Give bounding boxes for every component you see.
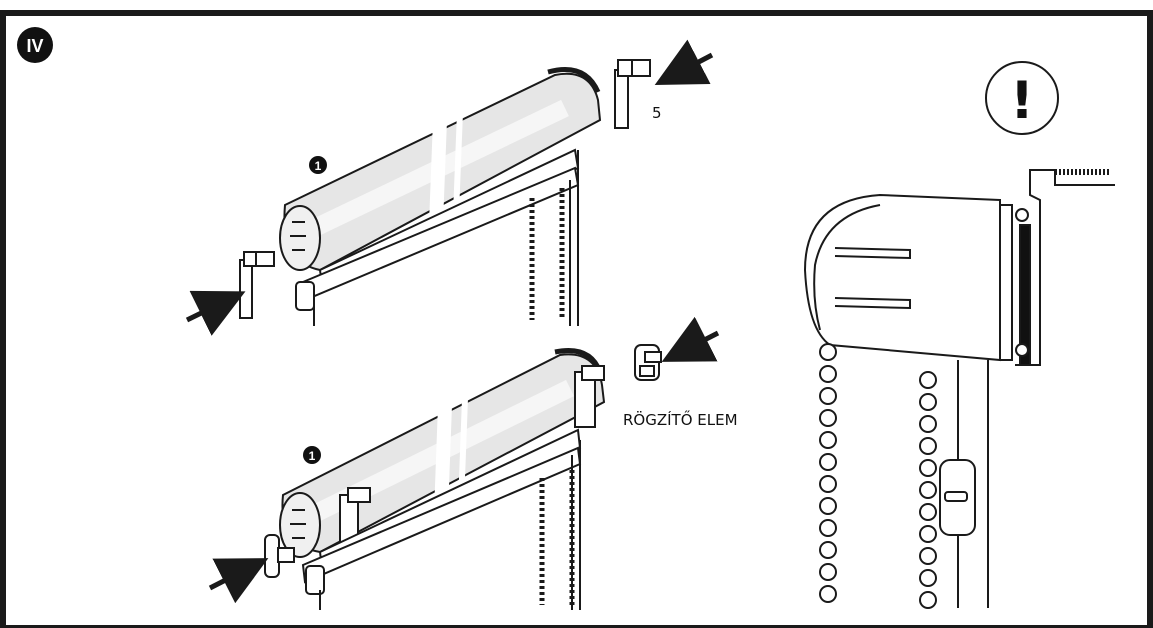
chain-bead <box>919 437 937 455</box>
fixing-element-label: RÖGZÍTŐ ELEM <box>623 409 738 429</box>
arrow-icon <box>208 558 269 604</box>
chain-bead <box>819 365 837 383</box>
warning-icon: ! <box>985 61 1059 135</box>
chain-bead <box>819 541 837 559</box>
chain-icon <box>919 371 937 609</box>
top-assembly <box>279 67 602 326</box>
chain-bead <box>919 371 937 389</box>
chain-bead <box>919 591 937 609</box>
chain-bead <box>919 459 937 477</box>
fixing-clip-icon <box>264 534 295 578</box>
arrow-icon <box>185 290 246 336</box>
step-badge-icon: IV <box>17 27 53 63</box>
bracket-icon <box>239 251 275 319</box>
arrow-icon <box>661 316 720 362</box>
chain-bead <box>819 343 837 361</box>
chain-bead <box>919 525 937 543</box>
arrow-icon <box>654 39 714 85</box>
chain-bead <box>919 569 937 587</box>
fixing-clip-icon <box>634 344 662 381</box>
bracket-icon <box>614 59 651 129</box>
chain-bead <box>819 585 837 603</box>
chain-bead <box>819 453 837 471</box>
chain-bead <box>919 503 937 521</box>
chain-bead <box>919 393 937 411</box>
chain-bead <box>819 431 837 449</box>
chain-bead <box>919 415 937 433</box>
bottom-assembly <box>279 348 606 610</box>
part-number-badge: 1 <box>309 156 327 174</box>
detail-cross-section <box>803 169 1115 608</box>
svg-text:1: 1 <box>309 449 316 463</box>
chain-bead <box>819 519 837 537</box>
warning-symbol: ! <box>1010 71 1034 131</box>
chain-bead <box>819 497 837 515</box>
chain-bead <box>819 563 837 581</box>
diagram-border <box>0 10 1153 628</box>
chain-bead <box>819 387 837 405</box>
part-number-badge: 1 <box>303 446 321 464</box>
svg-text:1: 1 <box>315 159 322 173</box>
bracket-count-label: 5 <box>652 104 662 122</box>
chain-bead <box>819 475 837 493</box>
chain-bead <box>919 547 937 565</box>
chain-icon <box>819 343 837 603</box>
step-marker: IV <box>26 36 43 56</box>
chain-bead <box>919 481 937 499</box>
chain-bead <box>819 409 837 427</box>
